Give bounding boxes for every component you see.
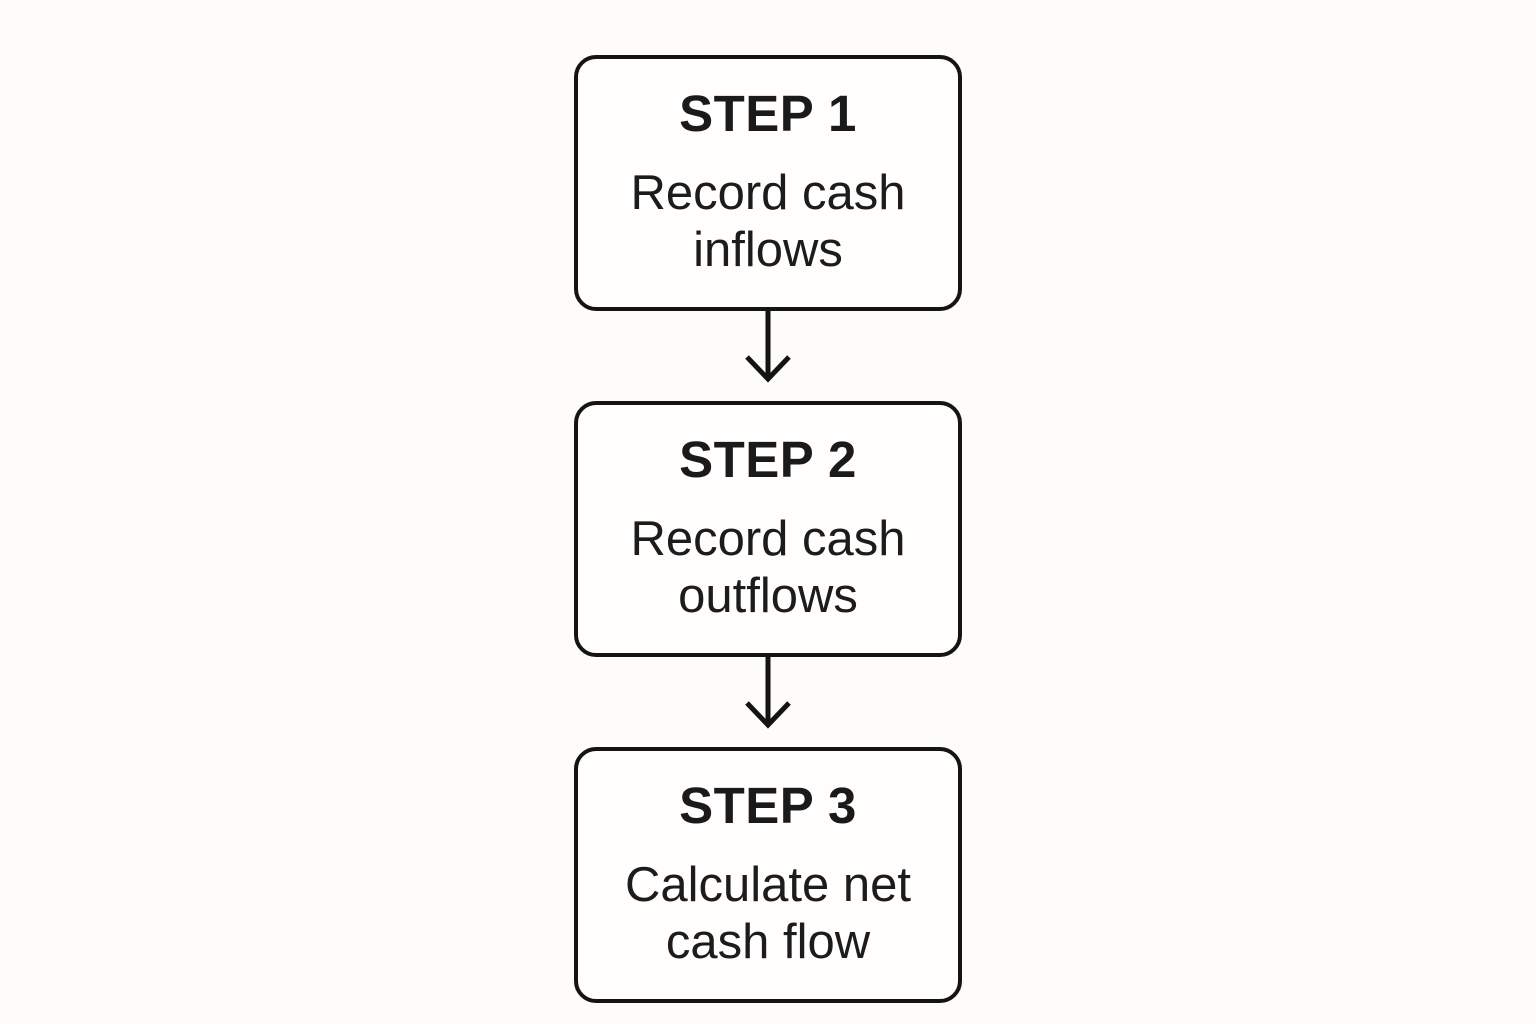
arrow-down-icon: [745, 311, 791, 383]
arrow-down-icon: [745, 657, 791, 729]
step-box-2: STEP 2 Record cash outflows: [574, 401, 962, 657]
step-title: STEP 3: [679, 776, 857, 834]
step-description: Calculate net cash flow: [624, 857, 911, 969]
flowchart: STEP 1 Record cash inflows STEP 2 Record…: [0, 55, 1536, 1003]
step-description: Record cash outflows: [630, 511, 906, 623]
step-box-3: STEP 3 Calculate net cash flow: [574, 747, 962, 1003]
step-box-1: STEP 1 Record cash inflows: [574, 55, 962, 311]
step-title: STEP 1: [679, 84, 857, 142]
step-title: STEP 2: [679, 430, 857, 488]
step-description: Record cash inflows: [630, 165, 906, 277]
